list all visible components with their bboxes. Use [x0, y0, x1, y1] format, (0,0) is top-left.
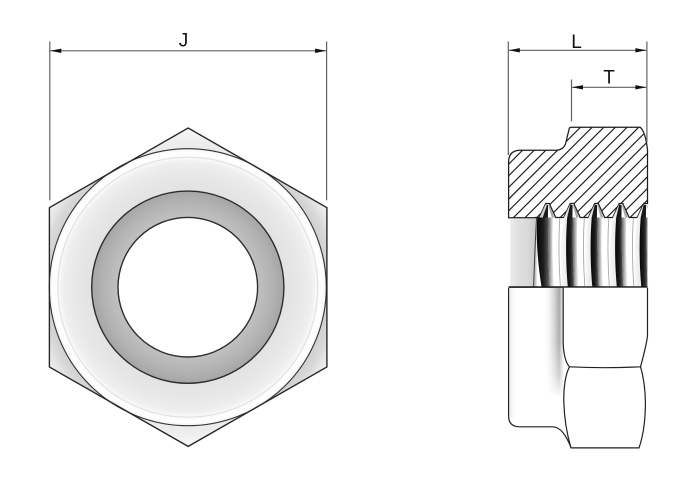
svg-text:T: T — [603, 68, 615, 89]
svg-text:J: J — [179, 30, 189, 51]
svg-text:L: L — [571, 32, 582, 53]
